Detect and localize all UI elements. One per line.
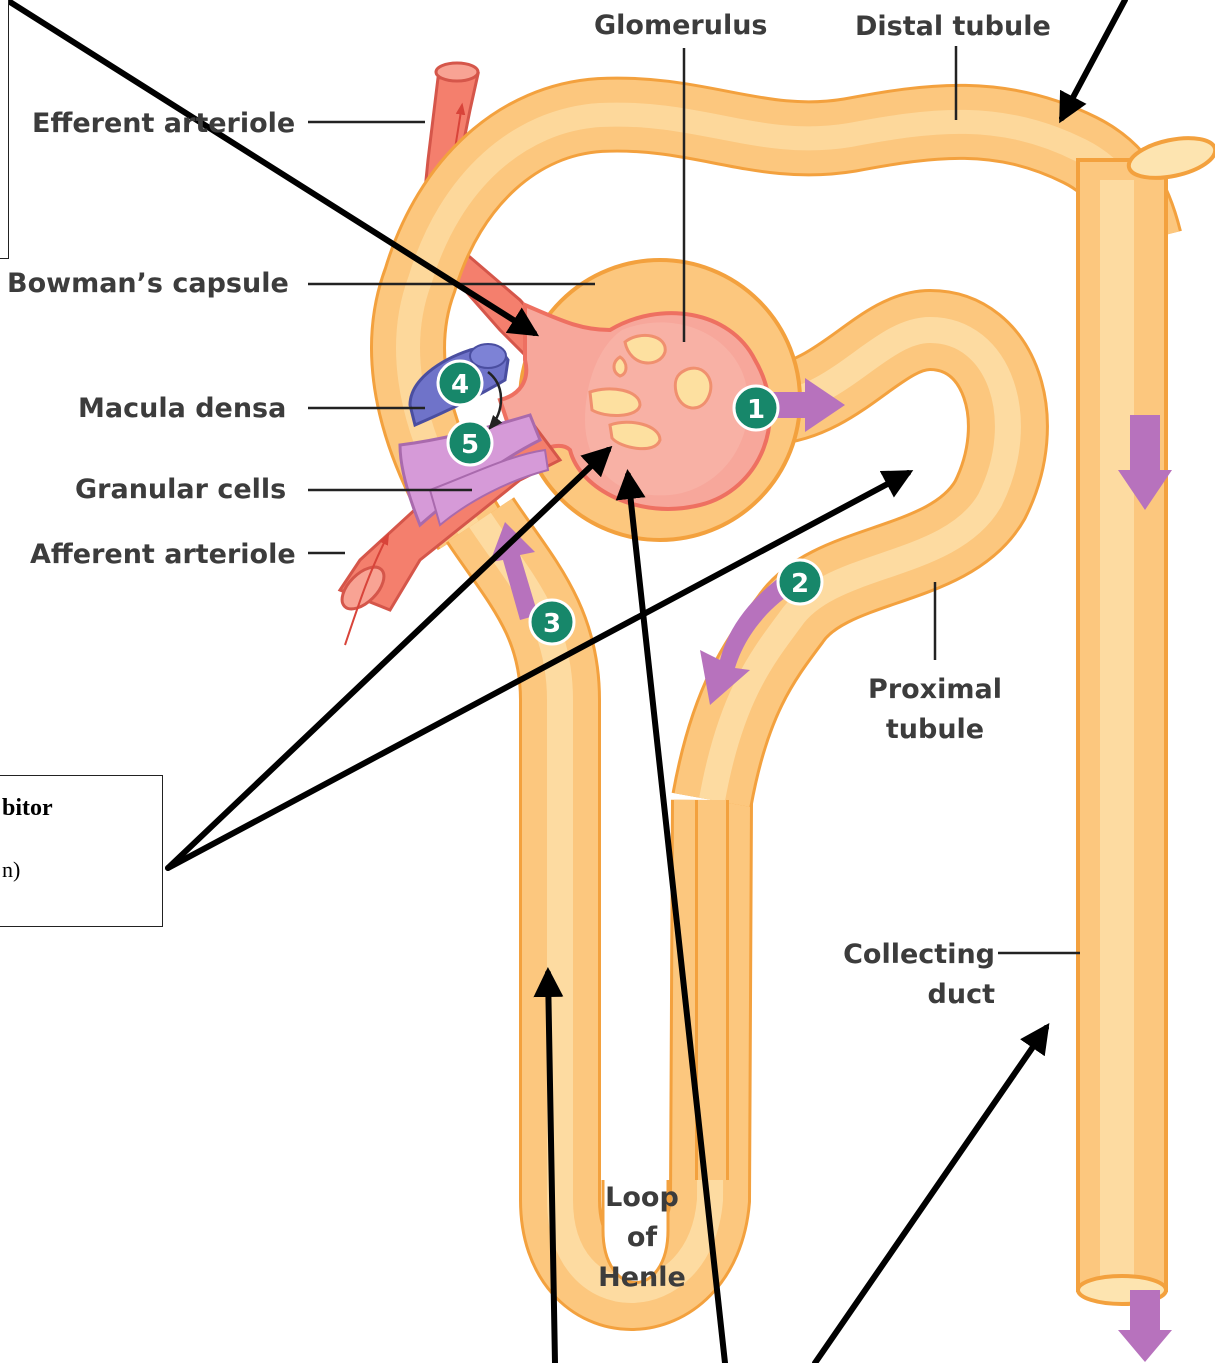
label-efferent-arteriole: Efferent arteriole — [32, 110, 295, 137]
label-afferent-arteriole: Afferent arteriole — [30, 541, 296, 568]
label-granular-cells: Granular cells — [75, 476, 286, 503]
step-badge-5-text: 5 — [461, 430, 479, 460]
answer-box-line1: bitor — [2, 795, 53, 822]
label-loop-of-henle: Loop of Henle — [592, 1178, 692, 1298]
label-collecting-duct: Collecting duct — [840, 935, 995, 1015]
pointer-arrow-collecting — [815, 1028, 1046, 1363]
label-macula-densa: Macula densa — [78, 395, 286, 422]
answer-box-line2: n) — [2, 857, 20, 883]
step-badge-4-text: 4 — [451, 370, 469, 400]
pointer-arrow-distal — [1062, 0, 1125, 118]
label-proximal-tubule: Proximal tubule — [860, 670, 1010, 750]
label-glomerulus: Glomerulus — [594, 12, 768, 39]
glomerulus — [500, 305, 770, 509]
collecting-duct — [1078, 131, 1215, 1304]
step-badge-4: 4 — [438, 361, 482, 405]
step-badge-2-text: 2 — [791, 569, 809, 599]
step-badge-1: 1 — [734, 386, 778, 430]
answer-box-top — [0, 0, 9, 259]
step-badge-3-text: 3 — [543, 609, 561, 639]
step-badge-5: 5 — [448, 421, 492, 465]
label-bowmans-capsule: Bowman’s capsule — [7, 270, 289, 297]
label-distal-tubule: Distal tubule — [855, 13, 1051, 40]
step-badge-2: 2 — [778, 560, 822, 604]
step-badge-3: 3 — [530, 600, 574, 644]
step-badge-1-text: 1 — [747, 395, 765, 425]
